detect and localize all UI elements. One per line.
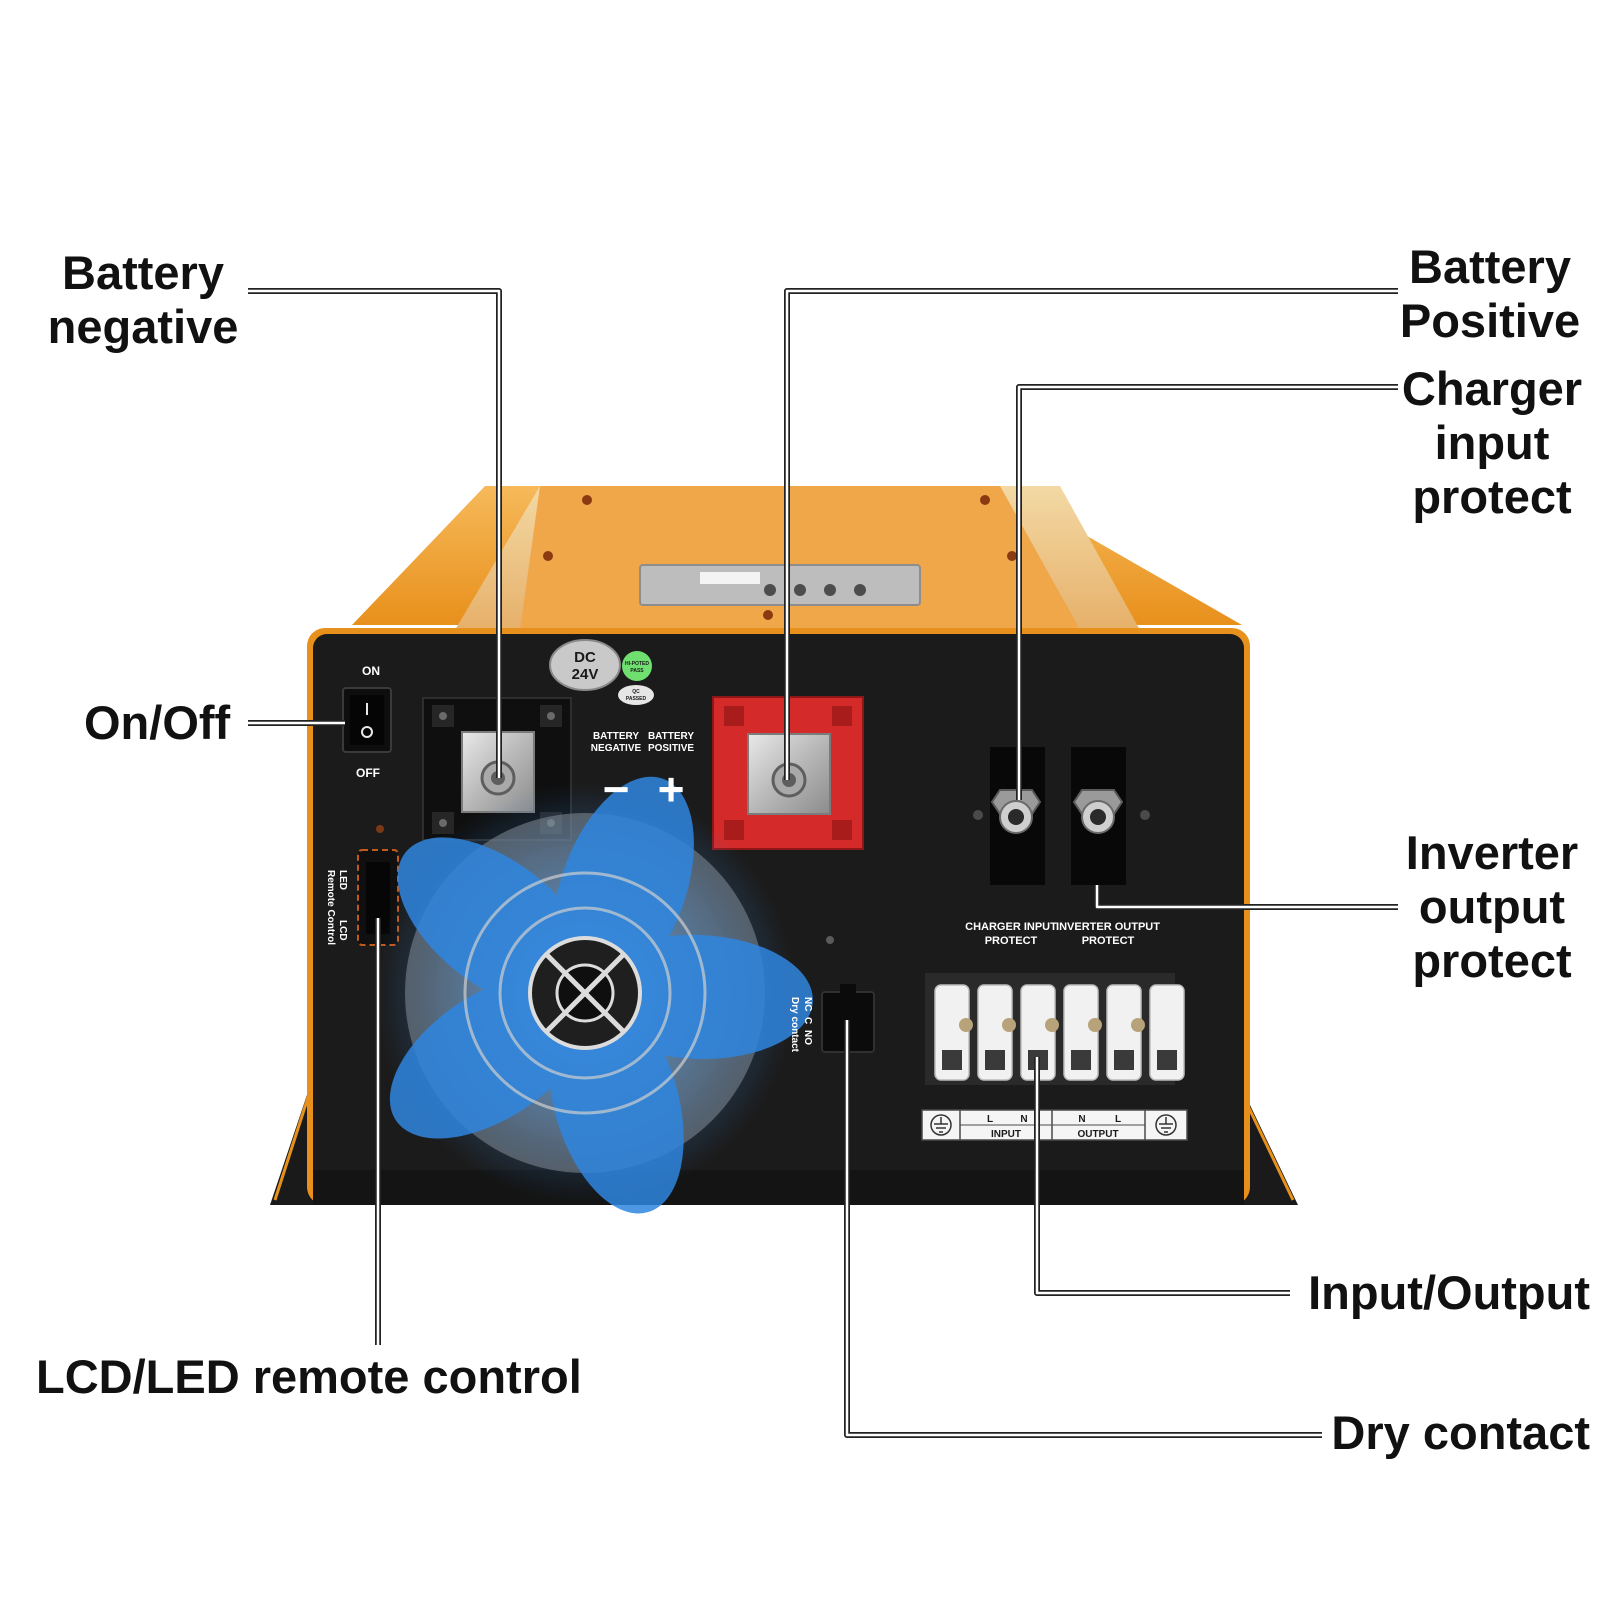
terminal-block [921, 973, 1188, 1141]
callout-input-output: Input/Output [1308, 1266, 1590, 1319]
callout-dry-contact: Dry contact [1331, 1406, 1590, 1459]
power-switch[interactable] [342, 687, 392, 753]
hipot-badge-text: HI-POTED [625, 661, 649, 667]
inverter-protect-label: INVERTER OUTPUT [1056, 921, 1160, 933]
ground-icon [1155, 1114, 1177, 1136]
qc-badge-text: PASSED [626, 696, 647, 702]
inverter-output-protect-breaker[interactable] [1071, 747, 1150, 885]
battery-positive-label: POSITIVE [648, 743, 694, 754]
qc-badge [618, 685, 654, 705]
charger-protect-label: CHARGER INPUT [965, 921, 1057, 933]
terminal-n-input: N [1020, 1114, 1027, 1125]
callout-battery-negative: Battery negative [47, 246, 239, 353]
terminal-n-output: N [1078, 1114, 1085, 1125]
hipot-badge [622, 651, 652, 681]
remote-control-label: Remote Control [325, 870, 336, 945]
terminal-output-label: OUTPUT [1077, 1129, 1118, 1140]
battery-positive-label: BATTERY [648, 731, 694, 742]
callout-charger-input-protect: Charger input protect [1401, 362, 1583, 523]
battery-negative-label: NEGATIVE [591, 743, 642, 754]
dry-no-label: NO [802, 1030, 813, 1045]
minus-sign: − [603, 763, 630, 815]
switch-off-label: OFF [356, 766, 380, 780]
terminal-l-output: L [1115, 1114, 1121, 1125]
cooling-fan [375, 776, 813, 1214]
terminal-input-label: INPUT [991, 1129, 1021, 1140]
dry-contact-label: Dry contact [789, 997, 800, 1053]
dc-badge-text: DC [574, 649, 596, 666]
remote-lcd-label: LCD [337, 920, 348, 941]
callout-lcd-led-remote-control: LCD/LED remote control [36, 1350, 582, 1403]
inverter-protect-label: PROTECT [1082, 935, 1135, 947]
callout-battery-positive: Battery Positive [1399, 240, 1581, 347]
dc-badge-text: 24V [572, 666, 599, 683]
dc-24v-badge [549, 639, 621, 691]
housing-top [352, 486, 1242, 630]
dry-nc-label: NC [802, 997, 813, 1011]
callout-inverter-output-protect: Inverter output protect [1405, 826, 1579, 987]
remote-led-label: LED [337, 870, 348, 890]
leader-lines [248, 288, 1398, 1438]
charger-input-protect-breaker[interactable] [973, 747, 1045, 885]
qc-badge-text: QC [632, 689, 640, 695]
callout-on-off: On/Off [84, 696, 231, 749]
terminal-l-input: L [987, 1114, 993, 1125]
charger-protect-label: PROTECT [985, 935, 1038, 947]
plus-sign: + [658, 763, 685, 815]
hipot-badge-text: PASS [630, 668, 644, 674]
switch-on-label: ON [362, 664, 380, 678]
battery-negative-label: BATTERY [593, 731, 639, 742]
ground-icon [930, 1114, 952, 1136]
dry-c-label: C [802, 1017, 813, 1024]
